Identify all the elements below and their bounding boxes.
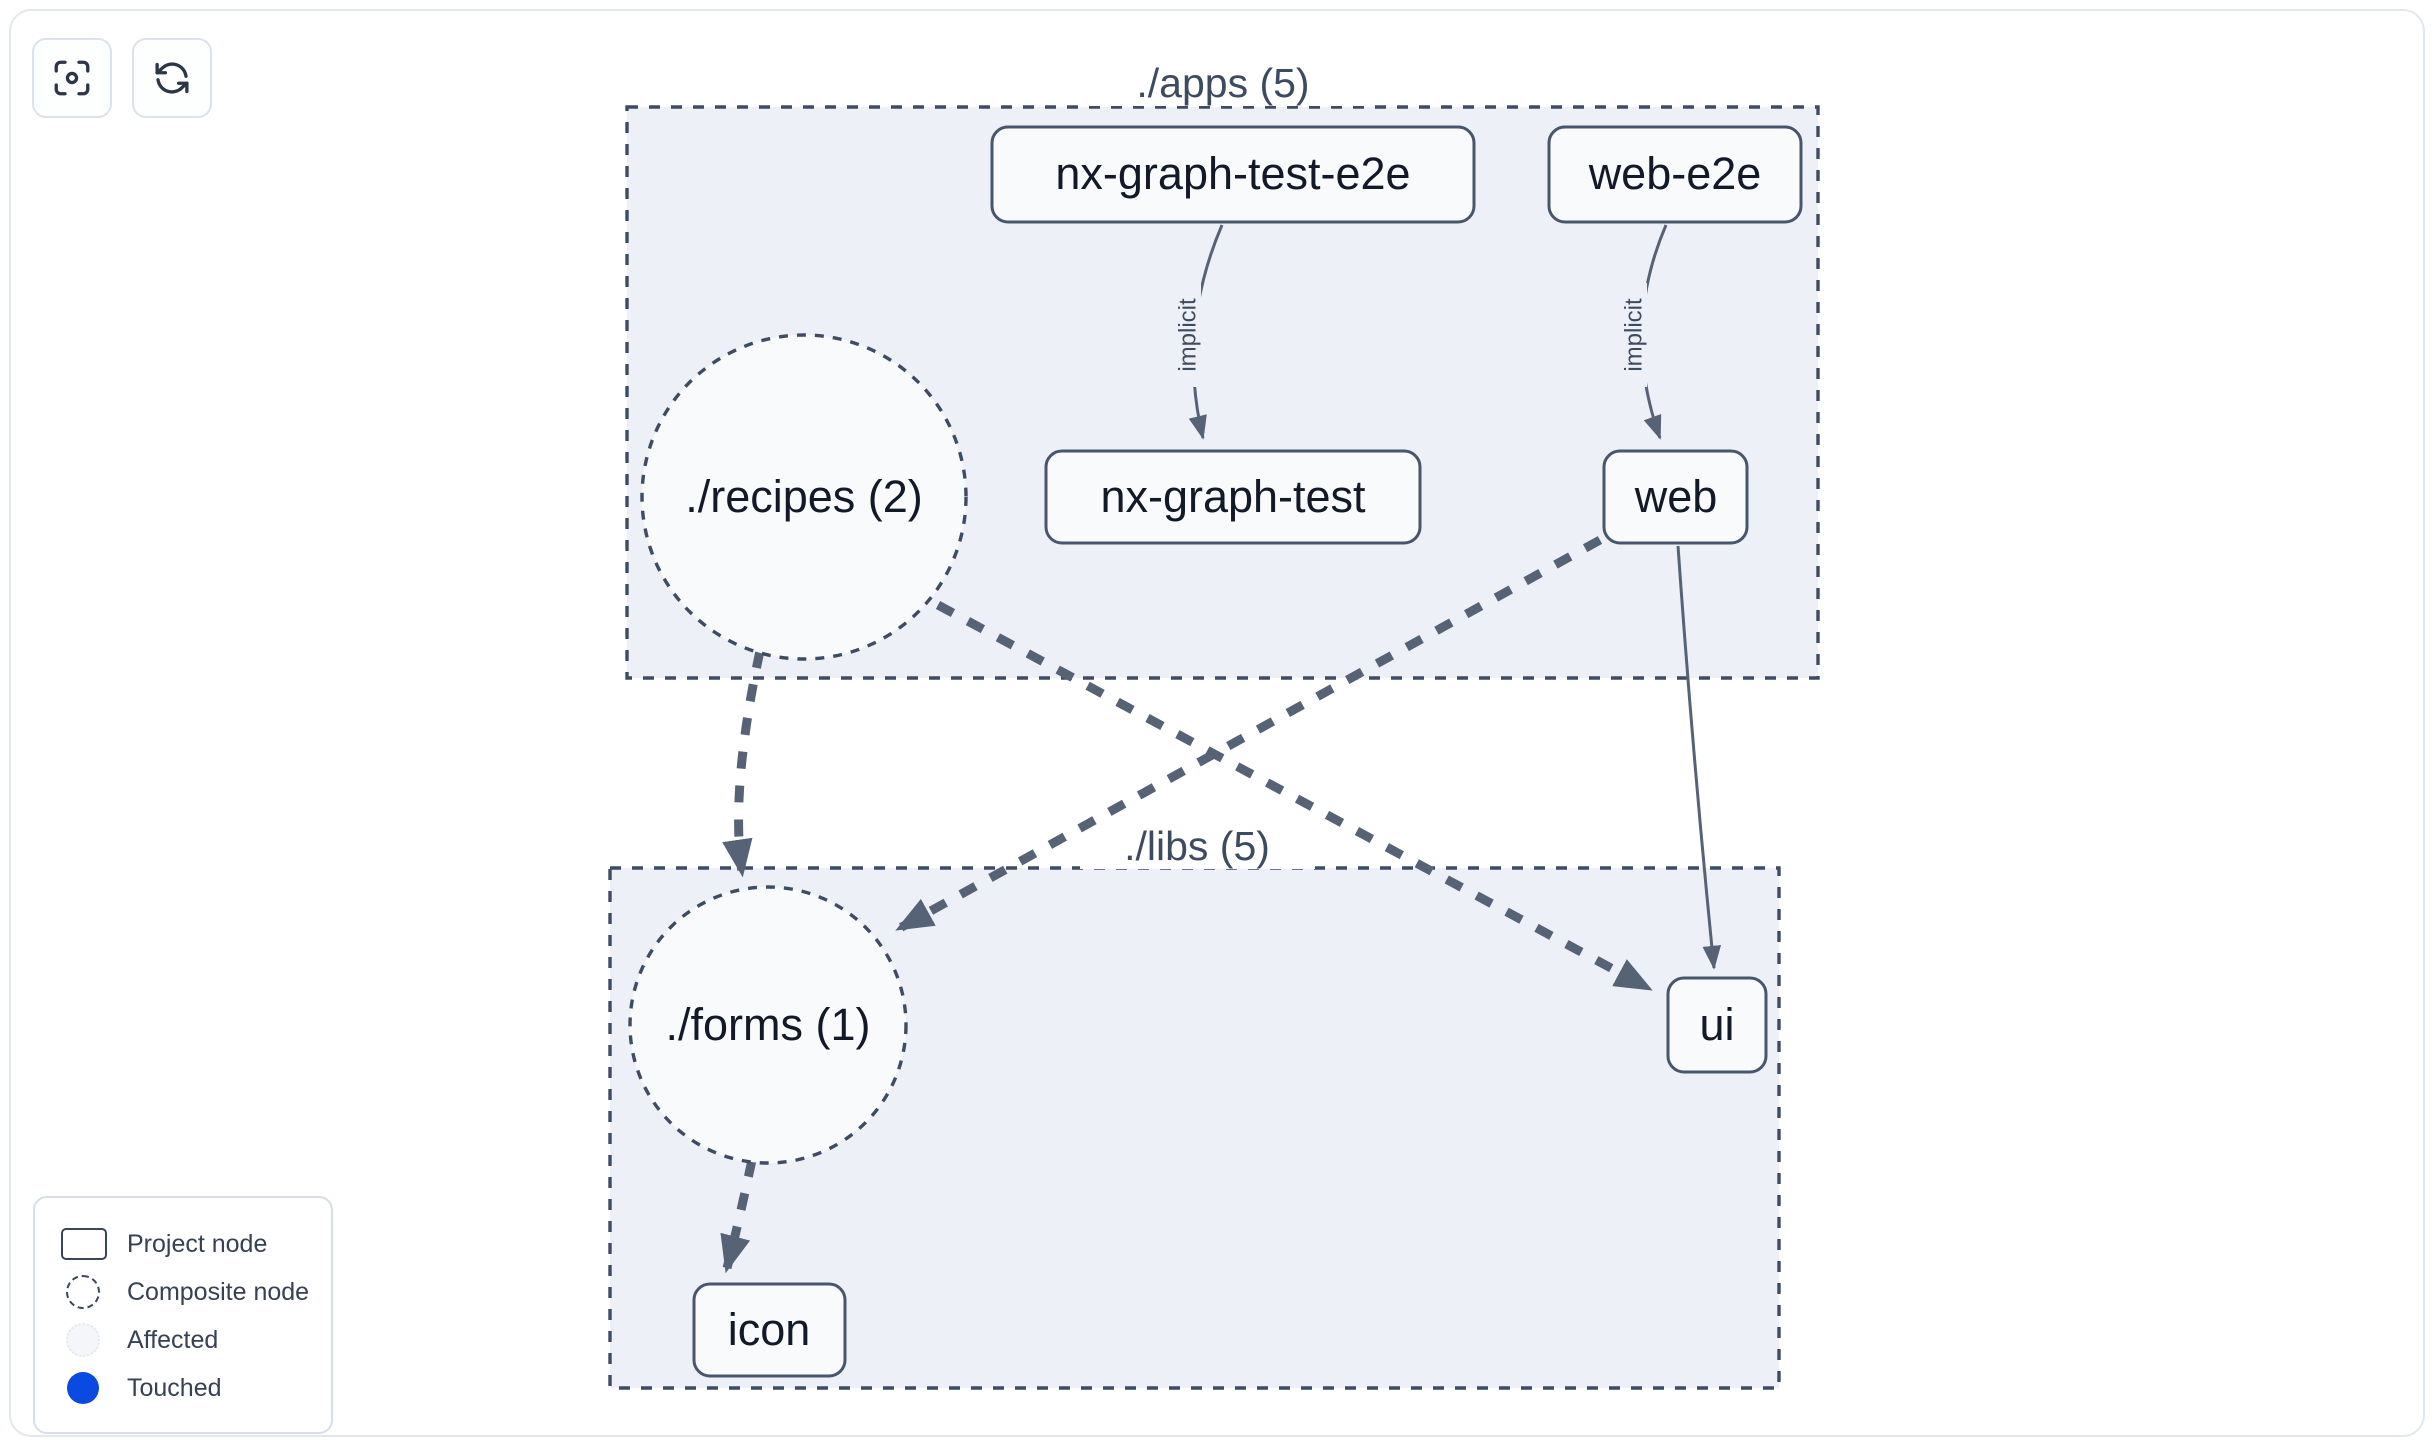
touched-swatch — [61, 1372, 113, 1404]
node-forms-label: ./forms (1) — [665, 999, 870, 1050]
edge-recipes-to-forms[interactable] — [722, 650, 765, 878]
group-libs-label: ./libs (5) — [1124, 823, 1270, 869]
node-nx-graph-test[interactable]: nx-graph-test — [1044, 449, 1422, 545]
touched-shape-icon — [67, 1372, 99, 1404]
node-web-e2e[interactable]: web-e2e — [1547, 125, 1803, 224]
edge-label-implicit-2-bg — [1621, 283, 1647, 387]
focus-graph-button[interactable] — [32, 38, 112, 118]
node-ui[interactable]: ui — [1666, 976, 1768, 1074]
edge-label-implicit-2: implicit — [1620, 283, 1647, 387]
node-recipes-composite[interactable]: ./recipes (2) — [640, 333, 968, 661]
legend-row-touched: Touched — [61, 1364, 311, 1412]
node-icon-rect[interactable] — [692, 1282, 847, 1378]
node-web-e2e-rect[interactable] — [1547, 125, 1803, 224]
node-web[interactable]: web — [1602, 449, 1749, 545]
node-nx-graph-test-e2e-label: nx-graph-test-e2e — [1055, 148, 1410, 199]
graph-edges: implicit implicit — [720, 224, 1722, 1274]
node-forms-circle[interactable] — [628, 885, 908, 1165]
edge-label-implicit-1: implicit — [1174, 283, 1201, 387]
legend-label-affected: Affected — [127, 1325, 219, 1354]
edge-label-implicit-1-bg — [1175, 283, 1201, 387]
group-libs-label-bg — [1080, 825, 1315, 869]
affected-shape-icon — [66, 1323, 100, 1357]
edge-label-implicit-2-text: implicit — [1620, 298, 1647, 372]
legend-row-project-node: Project node — [61, 1220, 311, 1268]
project-node-swatch — [61, 1228, 113, 1260]
composite-node-shape-icon — [66, 1275, 100, 1309]
legend-row-affected: Affected — [61, 1316, 311, 1364]
group-apps-label-bg — [1082, 62, 1364, 106]
node-forms-composite[interactable]: ./forms (1) — [628, 885, 908, 1165]
legend-label-composite-node: Composite node — [127, 1277, 310, 1306]
node-nx-graph-test-rect[interactable] — [1044, 449, 1422, 545]
node-icon-label: icon — [728, 1304, 811, 1355]
node-nx-graph-test-label: nx-graph-test — [1100, 471, 1366, 522]
node-ui-rect[interactable] — [1666, 976, 1768, 1074]
node-nx-graph-test-e2e[interactable]: nx-graph-test-e2e — [990, 125, 1476, 224]
composite-node-swatch — [61, 1275, 113, 1309]
project-node-shape-icon — [61, 1228, 107, 1260]
edge-web-to-ui[interactable] — [1676, 545, 1722, 970]
node-icon[interactable]: icon — [692, 1282, 847, 1378]
affected-swatch — [61, 1323, 113, 1357]
group-apps-label: ./apps (5) — [1136, 60, 1309, 106]
viewfinder-icon — [51, 57, 93, 99]
node-nx-graph-test-e2e-rect[interactable] — [990, 125, 1476, 224]
refresh-graph-button[interactable] — [132, 38, 212, 118]
graph-toolbar — [32, 38, 212, 118]
node-web-e2e-label: web-e2e — [1588, 148, 1762, 199]
node-web-label: web — [1634, 471, 1718, 522]
legend-row-composite-node: Composite node — [61, 1268, 311, 1316]
legend-label-touched: Touched — [127, 1373, 222, 1402]
node-web-rect[interactable] — [1602, 449, 1749, 545]
node-recipes-label: ./recipes (2) — [685, 471, 923, 522]
edge-label-implicit-1-text: implicit — [1174, 298, 1201, 372]
node-recipes-circle[interactable] — [640, 333, 968, 661]
legend-label-project-node: Project node — [127, 1229, 268, 1258]
refresh-icon — [151, 57, 193, 99]
node-ui-label: ui — [1699, 999, 1734, 1050]
edge-forms-to-icon[interactable] — [720, 1159, 757, 1274]
graph-legend: Project node Composite node Affected Tou… — [33, 1196, 333, 1434]
